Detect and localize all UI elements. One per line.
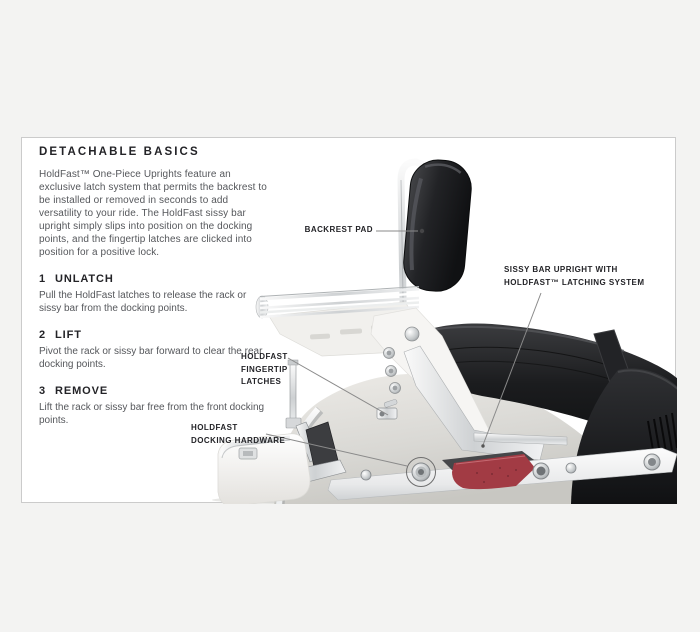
red-reflector	[452, 454, 535, 490]
instructions-panel: DETACHABLE BASICS HoldFast™ One-Piece Up…	[39, 146, 269, 427]
fingertip-latch	[376, 399, 398, 420]
page-title: DETACHABLE BASICS	[39, 146, 200, 158]
callout-label: LATCHES	[241, 377, 282, 386]
callout-label: DOCKING HARDWARE	[191, 435, 286, 445]
callout-fingertip-latches: HOLDFAST FINGERTIP LATCHES	[241, 351, 288, 389]
callout-label: HOLDFAST™ LATCHING SYSTEM	[504, 277, 645, 287]
callout-leader-lines	[265, 228, 542, 467]
docking-point-highlight-ring	[406, 457, 436, 487]
step-description: Lift the rack or sissy bar free from the…	[39, 402, 265, 426]
backrest-pad-graphic	[403, 159, 472, 292]
callout-label: SISSY BAR UPRIGHT WITH	[504, 265, 618, 274]
callout-label: HOLDFAST	[241, 352, 288, 361]
step-number: 3	[39, 385, 47, 397]
callout-sissy-bar: SISSY BAR UPRIGHT WITH HOLDFAST™ LATCHIN…	[504, 264, 644, 289]
step-description: Pull the HoldFast latches to release the…	[39, 290, 247, 314]
instruction-card: DETACHABLE BASICS HoldFast™ One-Piece Up…	[21, 137, 677, 504]
chrome-rail	[327, 447, 677, 501]
step-number: 2	[39, 329, 47, 341]
sissy-bar-mount-plate	[370, 307, 568, 461]
step-description: Pivot the rack or sissy bar forward to c…	[39, 346, 263, 370]
docking-point-front	[406, 457, 436, 487]
step-title: LIFT	[55, 329, 82, 341]
callout-label: HOLDFAST	[191, 423, 238, 432]
callout-label: BACKREST PAD	[304, 225, 373, 234]
step-title: UNLATCH	[55, 273, 114, 285]
callout-label: FINGERTIP	[241, 364, 288, 374]
product-diagram: BACKREST PAD SISSY BAR UPRIGHT WITH HOLD…	[22, 138, 677, 504]
callout-docking-hardware: HOLDFAST DOCKING HARDWARE	[191, 422, 285, 447]
callout-backrest-pad: BACKREST PAD	[22, 224, 373, 237]
docking-point-rear	[532, 462, 550, 480]
step-lift: 2 LIFT Pivot the rack or sissy bar forwa…	[39, 329, 269, 371]
intro-paragraph: HoldFast™ One-Piece Uprights feature an …	[39, 169, 267, 258]
step-number: 1	[39, 273, 47, 285]
step-remove: 3 REMOVE Lift the rack or sissy bar free…	[39, 385, 269, 427]
motorcycle-illustration	[212, 158, 677, 504]
step-title: REMOVE	[55, 385, 109, 397]
step-unlatch: 1 UNLATCH Pull the HoldFast latches to r…	[39, 273, 269, 315]
pannier	[217, 433, 311, 504]
